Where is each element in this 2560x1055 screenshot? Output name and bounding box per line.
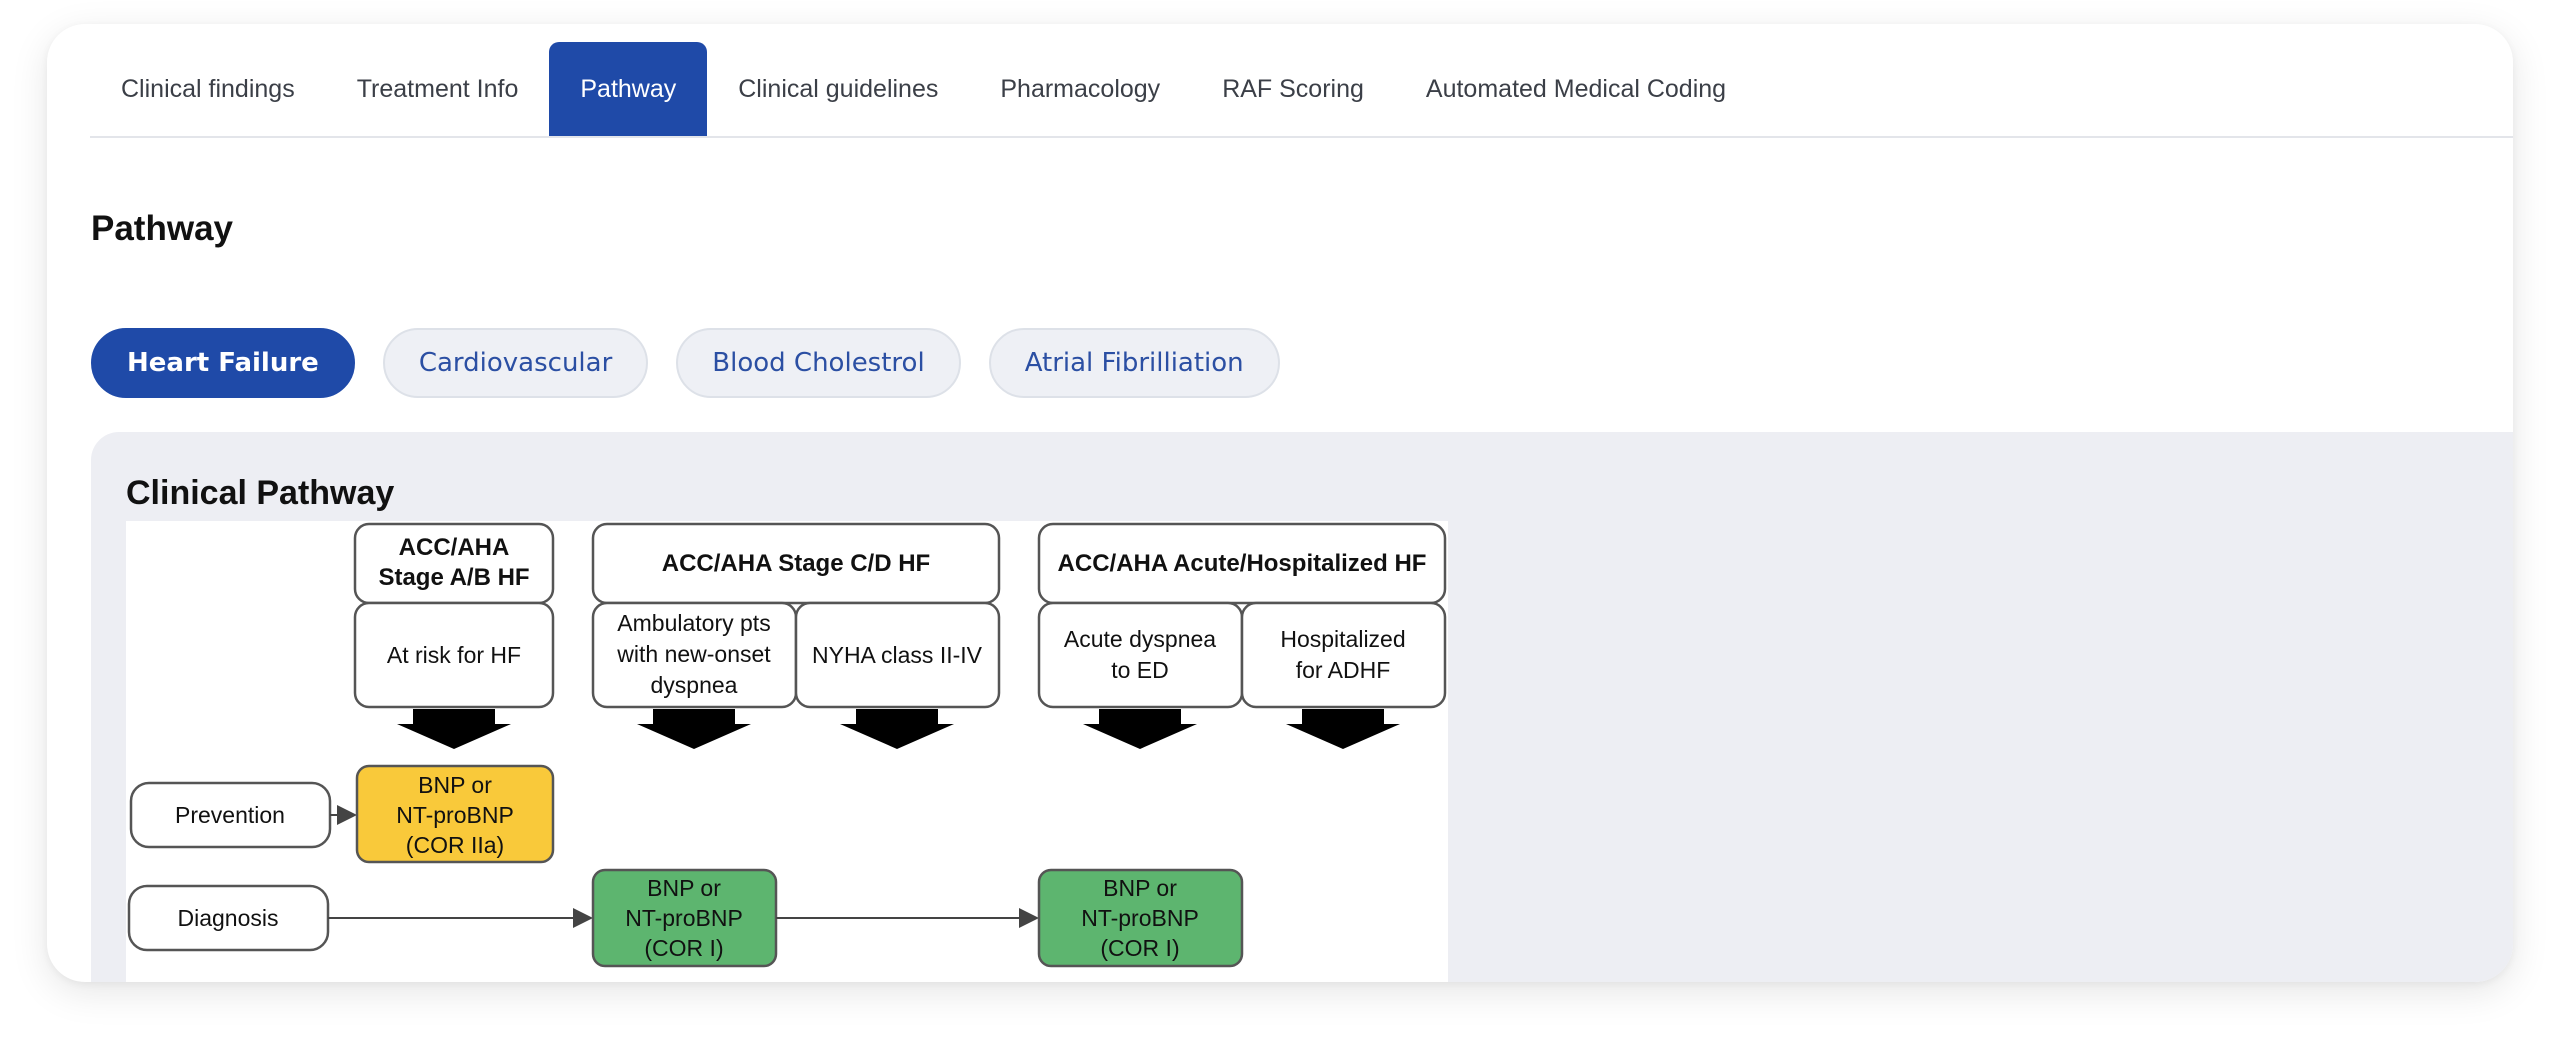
bnp-diag2-line2: NT-proBNP (1081, 905, 1199, 931)
diagnosis-box: Diagnosis (127, 884, 330, 952)
bnp-diag2-line1: BNP or (1103, 875, 1177, 901)
diagnosis-label: Diagnosis (178, 905, 279, 931)
main-card: Clinical findings Treatment Info Pathway… (47, 24, 2513, 982)
bnp-prevention-box: BNP or NT-proBNP (COR IIa) (355, 764, 555, 864)
tab-automated-medical-coding[interactable]: Automated Medical Coding (1425, 74, 1727, 103)
acute-dyspnea-box: Acute dyspnea to ED (1037, 601, 1244, 709)
at-risk-box: At risk for HF (353, 601, 555, 709)
down-arrow-icon (1083, 709, 1197, 749)
bnp-diag1-line1: BNP or (647, 875, 721, 901)
down-arrow-icon (637, 709, 751, 749)
tab-bar: Clinical findings Treatment Info Pathway… (90, 42, 2513, 138)
tab-clinical-guidelines[interactable]: Clinical guidelines (738, 74, 939, 103)
acute-dyspnea-line1: Acute dyspnea (1064, 626, 1216, 652)
at-risk-label: At risk for HF (387, 642, 521, 668)
pathway-filter-chips: Heart Failure Cardiovascular Blood Chole… (91, 328, 1280, 398)
chip-blood-cholesterol[interactable]: Blood Cholestrol (676, 328, 961, 398)
stage-cd-label: ACC/AHA Stage C/D HF (662, 550, 930, 577)
stage-acute-label: ACC/AHA Acute/Hospitalized HF (1058, 550, 1427, 577)
bnp-prevention-line1: BNP or (418, 772, 492, 798)
tab-pathway[interactable]: Pathway (549, 42, 708, 136)
hospitalized-line1: Hospitalized (1280, 626, 1405, 652)
chip-cardiovascular[interactable]: Cardiovascular (382, 328, 649, 398)
bnp-prevention-line3: (COR IIa) (406, 832, 504, 858)
bnp-diag1-line3: (COR I) (644, 935, 723, 961)
prevention-label: Prevention (175, 802, 285, 828)
ambulatory-line1: Ambulatory pts (617, 610, 770, 636)
bnp-diagnosis-box-2: BNP or NT-proBNP (COR I) (1037, 868, 1244, 968)
stage-ab-header: ACC/AHA Stage A/B HF (353, 522, 555, 605)
bnp-prevention-line2: NT-proBNP (396, 802, 514, 828)
prevention-box: Prevention (129, 781, 332, 849)
tab-raf-scoring[interactable]: RAF Scoring (1222, 74, 1364, 103)
bnp-diagnosis-box-1: BNP or NT-proBNP (COR I) (591, 868, 778, 968)
stage-ab-line2: Stage A/B HF (378, 564, 529, 591)
stage-cd-header: ACC/AHA Stage C/D HF (591, 522, 1001, 605)
ambulatory-line2: with new-onset (616, 641, 771, 667)
down-arrow-icon (1286, 709, 1400, 749)
pathway-diagram: ACC/AHA Stage A/B HF ACC/AHA Stage C/D H… (126, 521, 1448, 982)
tab-pharmacology[interactable]: Pharmacology (1000, 74, 1161, 103)
panel-title: Clinical Pathway (126, 474, 395, 512)
page-title: Pathway (91, 209, 233, 248)
clinical-pathway-panel: Clinical Pathway ACC/AHA Stage A/B HF (91, 432, 2513, 982)
ambulatory-line3: dyspnea (651, 672, 738, 698)
acute-dyspnea-line2: to ED (1111, 657, 1169, 683)
hospitalized-line2: for ADHF (1296, 657, 1391, 683)
tab-clinical-findings[interactable]: Clinical findings (121, 74, 295, 103)
stage-ab-line1: ACC/AHA (399, 534, 510, 561)
bnp-diag1-line2: NT-proBNP (625, 905, 743, 931)
nyha-box: NYHA class II-IV (794, 601, 1001, 709)
stage-acute-header: ACC/AHA Acute/Hospitalized HF (1037, 522, 1447, 605)
ambulatory-box: Ambulatory pts with new-onset dyspnea (591, 601, 798, 709)
bnp-diag2-line3: (COR I) (1100, 935, 1179, 961)
tab-treatment-info[interactable]: Treatment Info (356, 74, 519, 103)
chip-heart-failure[interactable]: Heart Failure (91, 328, 355, 398)
down-arrow-icon (840, 709, 954, 749)
nyha-label: NYHA class II-IV (812, 642, 983, 668)
down-arrow-icon (397, 709, 511, 749)
chip-atrial-fibrillation[interactable]: Atrial Fibrilliation (988, 328, 1280, 398)
hospitalized-box: Hospitalized for ADHF (1240, 601, 1447, 709)
